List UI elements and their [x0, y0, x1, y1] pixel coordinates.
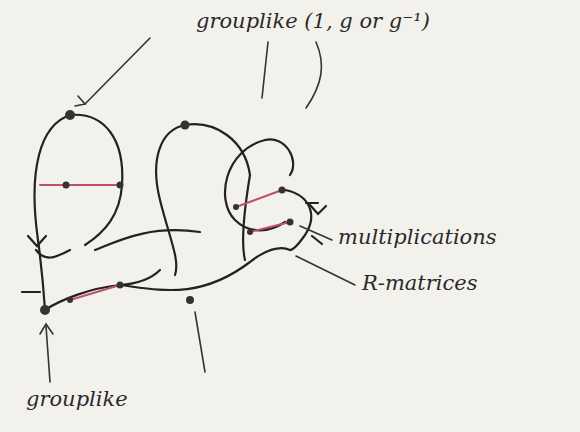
- leader-line: [262, 42, 268, 98]
- grouplike-dot: [40, 305, 50, 315]
- annotation-label: R-matrices: [362, 272, 478, 295]
- leader-line: [46, 326, 50, 382]
- knot-strand: [35, 115, 70, 310]
- grouplike-dot: [181, 121, 190, 130]
- rmatrix-dot: [117, 182, 124, 189]
- rmatrix-dot: [279, 187, 286, 194]
- rmatrix-dot: [117, 282, 124, 289]
- knot-strand: [285, 190, 311, 250]
- tick-mark: [22, 291, 40, 293]
- leader-line: [85, 38, 150, 104]
- knot-strand: [120, 270, 160, 285]
- pairing-line: [236, 190, 282, 207]
- knot-strand: [243, 175, 250, 260]
- leader-arrow: [40, 324, 53, 334]
- knot-strand: [225, 140, 285, 230]
- annotation-label: grouplike (1, g or g⁻¹): [196, 10, 430, 33]
- leader-line: [300, 226, 332, 240]
- rmatrix-dot: [63, 182, 70, 189]
- strand-arrow: [28, 236, 46, 246]
- pairing-line: [250, 222, 290, 232]
- annotation-label: multiplications: [338, 226, 497, 249]
- knot-strand: [70, 115, 122, 245]
- rmatrix-dot: [287, 219, 294, 226]
- grouplike-dot: [65, 110, 75, 120]
- knot-strand: [120, 248, 290, 290]
- leader-line: [306, 42, 321, 108]
- strand-arrow: [310, 205, 326, 214]
- pairing-line: [66, 184, 120, 186]
- knot-strand: [265, 139, 293, 175]
- rmatrix-dot: [233, 204, 239, 210]
- tick-mark: [312, 236, 322, 244]
- knot-strand: [45, 285, 120, 310]
- knot-strand: [156, 125, 185, 275]
- knot-strand: [185, 124, 250, 175]
- pairing-line: [70, 285, 120, 300]
- leader-line: [195, 312, 205, 372]
- leader-arrow: [75, 96, 85, 106]
- knot-strand: [36, 250, 70, 258]
- leader-line: [296, 256, 355, 285]
- rmatrix-dot: [67, 297, 73, 303]
- pairing-line: [40, 184, 66, 186]
- rmatrix-dot: [247, 229, 253, 235]
- knot-strand: [95, 230, 200, 250]
- annotation-label: grouplike: [26, 388, 128, 411]
- grouplike-dot: [186, 296, 194, 304]
- tick-mark: [306, 202, 318, 204]
